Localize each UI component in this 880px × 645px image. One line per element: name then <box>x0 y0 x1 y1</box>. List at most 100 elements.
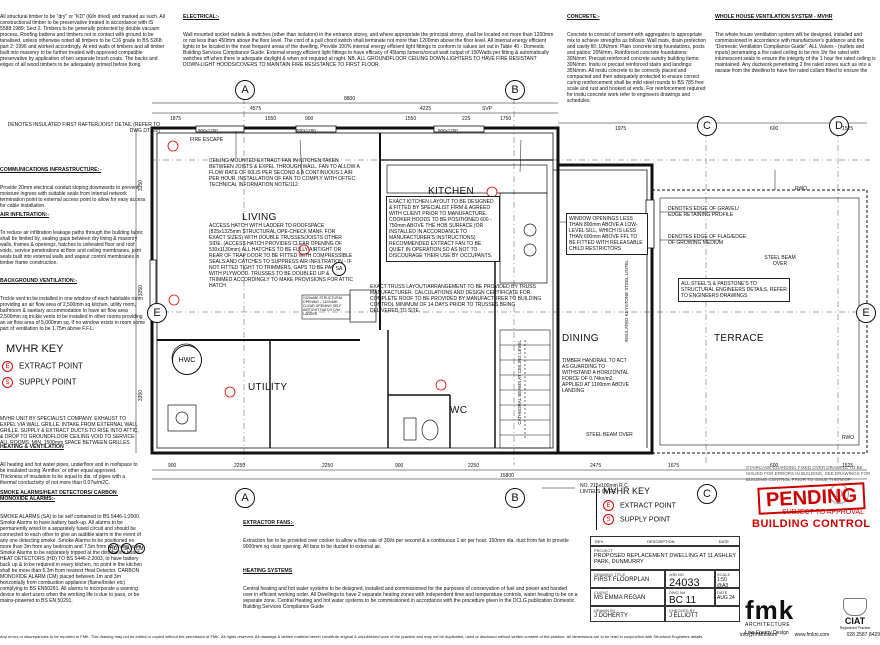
mvhr-system-heading: WHOLE HOUSE VENTILATION SYSTEM - MVHR <box>715 14 833 20</box>
tb-drawing-title-value: FIRST FLOORPLAN <box>594 577 650 583</box>
dim-left-2: 3350 <box>138 285 144 297</box>
tb-checked: CHECKED BY J ELLIOTT <box>665 606 740 622</box>
dim-top-2: 4225 <box>420 106 432 112</box>
dim-top-7: 225 <box>462 116 471 122</box>
grid-bubble-b-bottom: B <box>505 488 525 508</box>
tb-date-head: DATE <box>718 538 729 544</box>
rwo-label-2: RWO <box>842 435 855 441</box>
kitchen-layout-note: EXACT KITCHEN LAYOUT TO BE DESIGNED & FI… <box>386 196 500 262</box>
tb-desc-head: DESCRIPTION <box>647 538 675 544</box>
room-kitchen: KITCHEN <box>428 186 474 197</box>
supply-point-icon-2: S <box>603 514 614 525</box>
tb-dwg-label: DWG No <box>669 590 685 595</box>
tb-date-value: AUG 24 <box>717 595 735 601</box>
concrete-heading: CONCRETE:- <box>567 14 600 20</box>
tb-client: CLIENT MS EMMA REGAN <box>590 588 665 606</box>
fmk-low-energy: Low-Energy Design <box>745 630 789 636</box>
tb-job-no-label: JOB NO <box>669 572 684 577</box>
mvhr-notes-text: MVHR UNIT BY SPECIALIST COMPANY. EXHAUST… <box>0 416 139 446</box>
approval-stamp: STAIRCASE GUARDING FIXED OVER DRAWING TO… <box>744 465 880 541</box>
steel-padstone-note: ALL STEEL'S & PADSTONE'S TO STRUCTURAL E… <box>678 278 790 302</box>
dim-bottom-overall: 15800 <box>500 473 514 479</box>
room-wc: WC <box>450 405 468 416</box>
stairs <box>499 329 551 449</box>
dim-left-3: 3350 <box>138 390 144 402</box>
window-label-2: 900x1200 <box>296 128 316 133</box>
fire-escape-label: FIRE ESCAPE <box>190 137 224 143</box>
tb-scale: SCALE 1:50 @A3 <box>715 570 740 589</box>
electrical-text: Wall mounted socket outlets & switches (… <box>183 32 555 68</box>
grid-bubble-a-bottom: A <box>235 488 255 508</box>
bgvent-heading: BACKGROUND VENTILATION:- <box>0 278 78 284</box>
alarms-heading: SMOKE ALARMS/HEAT DETECTORS/ CARBON MONO… <box>0 490 119 502</box>
access-hatch-note: ACCESS HATCH WITH LADDER TO ROOFSPACE (8… <box>209 223 354 289</box>
alarm-symbols: HD SA CM <box>108 543 145 554</box>
rwo-label-1: RWO <box>795 186 808 192</box>
tb-client-value: MS EMMA REGAN <box>594 595 646 601</box>
insulated-rafter-label: DENOTES INSULATED FIRST RAFTER/JOIST DET… <box>7 122 162 134</box>
dim-bottom-1: 900 <box>168 463 177 469</box>
grid-bubble-e-left: E <box>147 303 167 323</box>
steel-beam-over-note: STEEL BEAM OVER <box>764 255 797 267</box>
bgvent-note: BACKGROUND VENTILATION:- Trickle vent to… <box>0 266 148 338</box>
timber-note: All structural timber to be "dry" or "KD… <box>0 2 170 120</box>
leader-lines <box>235 131 776 489</box>
supply-point-label-2: SUPPLY POINT <box>620 516 671 524</box>
air-note: AIR INFILTRATION:- To reduce air infiltr… <box>0 200 148 272</box>
tb-project: PROJECT PROPOSED REPLACEMENT DWELLING AT… <box>590 546 740 570</box>
lintels-note: NO. 215x100mm R.C. LINTELS OVER <box>580 483 631 495</box>
dim-top-8: 1750 <box>500 116 512 122</box>
dim-top-c2: 600 <box>770 126 779 132</box>
sa-symbol: SA <box>121 543 132 554</box>
air-heading: AIR INFILTRATION:- <box>0 212 50 218</box>
fmk-wordmark: fmk <box>745 595 795 625</box>
steel-beam-over2-note: STEEL BEAM OVER <box>586 432 633 438</box>
dim-left-1: 3350 <box>138 180 144 192</box>
grid-bubble-c-top: C <box>697 116 717 136</box>
flag-edge-note: DENOTES EDGE OF FLAG/EDGE OF GROWING MED… <box>668 234 748 246</box>
tb-scale-value: 1:50 <box>717 577 727 583</box>
supply-point-label: SUPPLY POINT <box>19 377 77 387</box>
contact-phone: 028 2587 8429 <box>846 632 880 638</box>
dim-bottom-3: 2250 <box>322 463 334 469</box>
tb-date-label: DATE <box>717 590 728 595</box>
dim-top-c3: 1525 <box>842 126 854 132</box>
stamp-small-text: STAIRCASE GUARDING FIXED OVER DRAWING TO… <box>746 465 872 482</box>
dim-top-1: 4575 <box>250 106 262 112</box>
gravel-edge-note: DENOTES EDGE OF GRAVEL/ EDGE RETAINING P… <box>668 206 741 218</box>
tb-drawing-title: DRAWING TITLE FIRST FLOORPLAN <box>590 570 665 588</box>
heating-systems-heading: HEATING SYSTEMS <box>243 568 293 574</box>
fmk-architecture: ARCHITECTURE <box>745 622 791 628</box>
sa-symbol-plan: SA <box>332 262 346 276</box>
truss-layout-note: EXACT TRUSS LAYOUT/ARRANGEMENT TO BE PRO… <box>370 284 543 314</box>
grid-bubble-e-right: E <box>856 303 876 323</box>
title-block: REV DESCRIPTION DATE PROJECT PROPOSED RE… <box>590 536 880 636</box>
dim-bottom-2: 2250 <box>234 463 246 469</box>
tb-header-row: REV DESCRIPTION DATE <box>590 536 740 546</box>
bgvent-text: Trickle vent to be installed in one wind… <box>0 296 147 332</box>
ciat-logo: CIAT Registered Practice <box>834 598 876 630</box>
tb-date: DATE AUG 24 <box>715 588 740 606</box>
electrical-heading: ELECTRICAL:- <box>183 14 220 20</box>
mvhr-system-note: WHOLE HOUSE VENTILATION SYSTEM - MVHR Th… <box>715 2 877 72</box>
room-utility: UTILITY <box>248 382 288 393</box>
dim-top-overall: 8800 <box>344 96 356 102</box>
contact-web[interactable]: www.fmkni.com <box>794 632 830 638</box>
footer-disclaimer: Any errors or discrepancies to be report… <box>0 634 704 639</box>
hd-symbol: HD <box>108 543 119 554</box>
ciat-sub: Registered Practice <box>839 626 871 630</box>
alarms-note: SMOKE ALARMS/HEAT DETECTORS/ CARBON MONO… <box>0 478 146 634</box>
cm-symbol: CM <box>134 543 145 554</box>
room-terrace: TERRACE <box>714 333 764 344</box>
air-text: To reduce air infiltration leakage paths… <box>0 230 145 266</box>
contact-email[interactable]: info@fmkltd.com <box>740 632 778 638</box>
dim-top-5: 900 <box>305 116 314 122</box>
room-living: LIVING <box>242 212 277 223</box>
tb-dwg-value: BC 11 <box>669 595 697 606</box>
mvhr-key2-title: MVHR KEY <box>603 486 651 496</box>
window-label-3: 900x1200 <box>438 128 458 133</box>
contact-row: info@fmkltd.com www.fmkni.com 028 2587 8… <box>740 632 880 638</box>
tb-project-value: PROPOSED REPLACEMENT DWELLING AT 11 ASHL… <box>594 553 736 565</box>
